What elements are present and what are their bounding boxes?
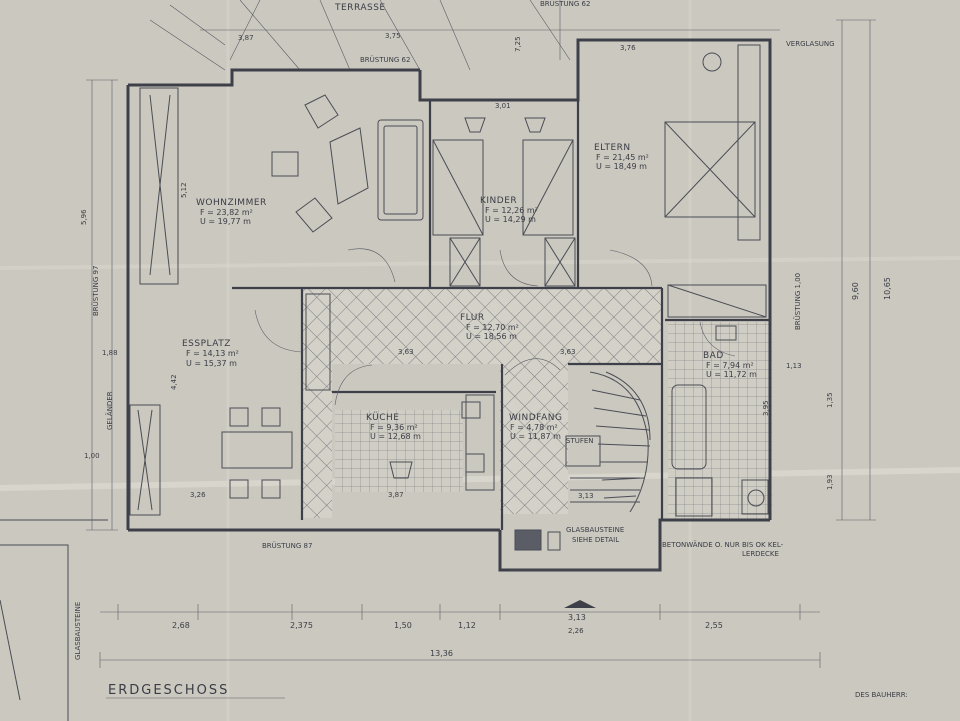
room-flur-perimeter: U = 18,56 m xyxy=(466,332,517,341)
corridor-hatch xyxy=(302,288,662,364)
dim-top-0: 3,87 xyxy=(238,34,254,42)
room-eltern-area: F = 21,45 m² xyxy=(596,153,649,162)
room-wohnzimmer-perimeter: U = 19,77 m xyxy=(200,217,251,226)
dimensions-top: 3,87 3,75 7,25 3,76 xyxy=(238,32,636,52)
dim-bottom-0: 2,68 xyxy=(172,621,190,630)
dim-int-4: 3,26 xyxy=(190,491,206,499)
dimension-lines xyxy=(86,19,876,668)
staircase xyxy=(565,371,651,513)
dim-int-1: 3,63 xyxy=(398,348,414,356)
dim-bottom-sub-0: 2,26 xyxy=(568,627,584,635)
room-wohnzimmer-area: F = 23,82 m² xyxy=(200,208,253,217)
dim-left-1: 5,12 xyxy=(180,182,188,198)
section-marker xyxy=(564,600,596,608)
dim-bottom-2: 1,50 xyxy=(394,621,412,630)
note-betonwaende: BETONWÄNDE O. NUR BIS OK KEL- xyxy=(662,540,784,549)
dim-int-3: 3,87 xyxy=(388,491,404,499)
dimensions-left: 5,96 5,12 4,42 1,00 1,88 xyxy=(80,182,188,460)
bath-tiles xyxy=(668,322,772,520)
furniture-living xyxy=(271,94,424,233)
room-bad-perimeter: U = 11,72 m xyxy=(706,370,757,379)
note-glasbausteine: GLASBAUSTEINE xyxy=(566,526,624,534)
room-essplatz-perimeter: U = 15,37 m xyxy=(186,359,237,368)
note-brustung-top-left: BRÜSTUNG 62 xyxy=(360,55,410,64)
room-flur-name: FLUR xyxy=(460,313,485,323)
dim-bottom-4: 3,13 xyxy=(568,613,586,622)
dimensions-interior: 3,01 3,63 3,63 3,87 3,26 3,13 xyxy=(190,102,594,500)
dim-right-4: 1,13 xyxy=(786,362,802,370)
door-swings xyxy=(254,248,736,406)
note-stufen: STUFEN xyxy=(566,437,594,445)
furniture-eltern xyxy=(664,44,767,318)
note-lerdecke: LERDECKE xyxy=(742,550,779,558)
furniture-dining xyxy=(221,407,293,499)
note-verglasung: VERGLASUNG xyxy=(786,40,835,48)
dim-bottom-3: 1,12 xyxy=(458,621,476,630)
dimensions-bottom: 2,68 2,375 1,50 1,12 3,13 2,55 2,26 13,3… xyxy=(172,613,723,658)
dim-int-2: 3,63 xyxy=(560,348,576,356)
dim-right-2: 1,35 xyxy=(826,392,834,408)
fold-crease xyxy=(0,467,960,491)
note-brustung-top-right: BRÜSTUNG 62 xyxy=(540,0,590,8)
dim-top-3: 3,76 xyxy=(620,44,636,52)
room-kinder-perimeter: U = 14,29 m xyxy=(485,215,536,224)
room-windfang-name: WINDFANG xyxy=(509,413,562,423)
signature-label: DES BAUHERR: xyxy=(855,691,908,699)
dim-right-0: 9,60 xyxy=(851,282,860,300)
dim-int-5: 3,13 xyxy=(578,492,594,500)
note-gelander: GELÄNDER xyxy=(105,391,114,430)
furniture-kinder xyxy=(432,117,576,287)
room-kinder-name: KINDER xyxy=(480,196,517,206)
room-kueche-area: F = 9,36 m² xyxy=(370,423,418,432)
room-kueche-name: KÜCHE xyxy=(366,412,400,423)
left-hatch xyxy=(302,288,332,518)
room-windfang-area: F = 4,78 m² xyxy=(510,423,558,432)
room-essplatz-area: F = 14,13 m² xyxy=(186,349,239,358)
room-kinder-area: F = 12,26 m² xyxy=(485,206,538,215)
dim-left-3: 1,00 xyxy=(84,452,100,460)
dim-right-5: 3,95 xyxy=(762,400,770,416)
dim-int-0: 3,01 xyxy=(495,102,511,110)
dim-left-2: 4,42 xyxy=(170,374,178,390)
entrance-window xyxy=(510,529,660,571)
dimensions-right: 9,60 10,65 1,35 1,93 1,13 3,95 xyxy=(762,277,892,490)
room-terrasse-name: TERRASSE xyxy=(334,3,386,13)
bath-fixtures xyxy=(671,325,769,517)
dim-right-3: 1,93 xyxy=(826,474,834,490)
room-wohnzimmer-name: WOHNZIMMER xyxy=(196,198,267,208)
room-windfang-perimeter: U = 11,87 m xyxy=(510,432,561,441)
window-left xyxy=(129,87,179,516)
windfang-hatch xyxy=(500,364,568,514)
room-flur-area: F = 12,70 m² xyxy=(466,323,519,332)
note-glasbausteine-side: GLASBAUSTEINE xyxy=(74,602,82,660)
dim-top-2: 7,25 xyxy=(514,36,522,52)
furniture-kitchen xyxy=(305,293,495,491)
note-siehe-detail: SIEHE DETAIL xyxy=(572,536,619,544)
room-essplatz-name: ESSPLATZ xyxy=(182,339,231,349)
room-eltern-perimeter: U = 18,49 m xyxy=(596,162,647,171)
dim-left-4: 1,88 xyxy=(102,349,118,357)
dim-right-1: 10,65 xyxy=(883,277,892,300)
dim-top-1: 3,75 xyxy=(385,32,401,40)
dim-left-0: 5,96 xyxy=(80,209,88,225)
room-kueche-perimeter: U = 12,68 m xyxy=(370,432,421,441)
note-brustung-left: BRÜSTUNG 97 xyxy=(91,266,100,316)
dim-bottom-5: 2,55 xyxy=(705,621,723,630)
note-brustung-right: BRÜSTUNG 1,00 xyxy=(793,273,802,330)
room-eltern-name: ELTERN xyxy=(594,143,631,153)
inner-walls xyxy=(232,100,770,530)
dim-overall: 13,36 xyxy=(430,649,453,658)
dim-bottom-1: 2,375 xyxy=(290,621,313,630)
room-bad-name: BAD xyxy=(703,351,724,361)
neighbor-outline xyxy=(0,519,108,721)
room-bad-area: F = 7,94 m² xyxy=(706,361,754,370)
note-brustung-bottom: BRÜSTUNG 87 xyxy=(262,541,312,550)
plan-title: ERDGESCHOSS xyxy=(108,683,229,698)
